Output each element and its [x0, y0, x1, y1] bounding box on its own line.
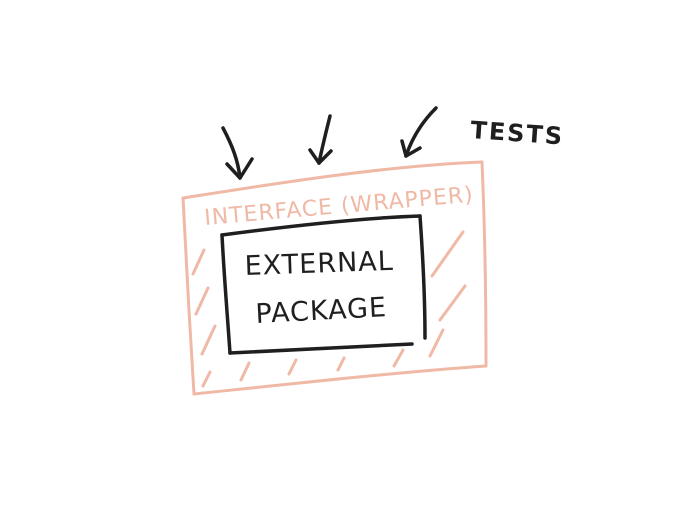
wrapper-box-top-edge: [181, 160, 484, 200]
hatch-line: [430, 230, 465, 278]
package-label-line2: package: [255, 292, 388, 330]
hatch-line: [201, 370, 212, 388]
wrapper-box: [181, 160, 488, 396]
package-box-left-edge: [220, 233, 232, 355]
arrow-shaft: [404, 106, 438, 158]
hatch-line: [428, 328, 445, 358]
hatch-line: [392, 348, 405, 368]
hatch-line: [239, 361, 251, 382]
package-box-bottom-edge: [228, 342, 414, 355]
hatch-line: [191, 248, 206, 276]
arrow-shaft: [221, 126, 242, 180]
test-arrow-left: [221, 126, 254, 180]
test-arrow-right: [400, 106, 438, 158]
arrow-shaft: [317, 114, 332, 165]
tests-label: Tests: [470, 116, 565, 150]
wrapper-hatching: [191, 230, 467, 388]
wrapper-box-bottom-edge: [192, 364, 488, 396]
hatch-line: [438, 284, 467, 322]
package-label-line1: External: [244, 246, 394, 282]
hatch-line: [200, 324, 217, 356]
wrapper-box-left-edge: [181, 196, 196, 396]
wrapper-box-right-edge: [480, 160, 488, 368]
package-box-top-edge: [220, 214, 422, 237]
external-package-box: [220, 214, 427, 355]
arrow-head: [400, 139, 422, 158]
arrow-head: [225, 157, 254, 180]
hatch-line: [336, 356, 346, 372]
test-arrow-middle: [308, 114, 333, 165]
test-arrows: [221, 106, 438, 180]
package-box-right-edge: [418, 214, 427, 340]
hatch-line: [287, 358, 298, 376]
arrow-head: [308, 148, 333, 165]
hatch-line: [194, 286, 210, 316]
